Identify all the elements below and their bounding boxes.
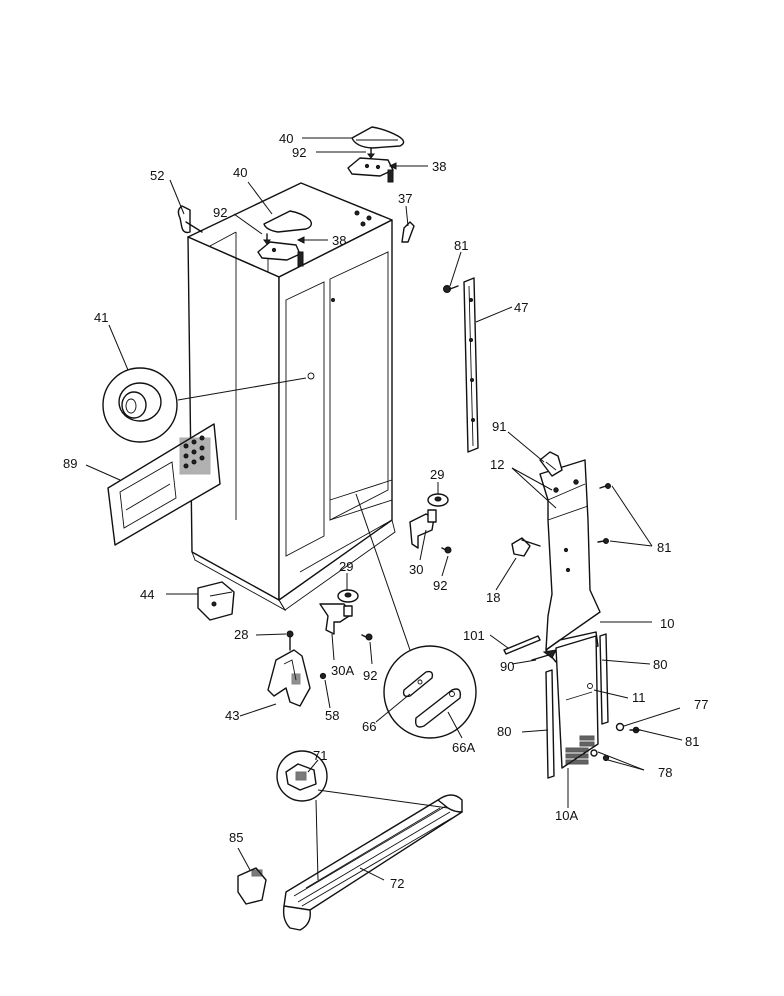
leader-lines — [85, 137, 683, 881]
screws-77-81-78 — [590, 722, 641, 762]
seal-strip-80-right — [599, 633, 609, 725]
refrigerator-cabinet — [187, 182, 396, 612]
screw-81-right-b — [597, 538, 609, 544]
control-panel-89 — [107, 423, 221, 546]
callout-66A: 66A — [452, 740, 475, 755]
top-hinge-38-lower — [257, 241, 304, 272]
callout-29-right: 29 — [430, 467, 444, 482]
callout-71: 71 — [313, 748, 327, 763]
callout-44: 44 — [140, 587, 154, 602]
screw-28 — [286, 630, 294, 651]
door-rail-47 — [463, 277, 479, 453]
screw-81-right-a — [599, 483, 611, 489]
part-44 — [197, 581, 235, 621]
callout-10A: 10A — [555, 808, 578, 823]
callout-90: 90 — [500, 659, 514, 674]
callout-40-upper: 40 — [279, 131, 293, 146]
part-90 — [531, 649, 557, 661]
callout-92-right: 92 — [433, 578, 447, 593]
callout-92-left: 92 — [363, 668, 377, 683]
screw-81-upper — [443, 285, 459, 293]
callout-58: 58 — [325, 708, 339, 723]
callout-10: 10 — [660, 616, 674, 631]
back-panel-10A — [555, 635, 599, 769]
cover-bracket-10 — [539, 459, 601, 663]
callout-29-left: 29 — [339, 559, 353, 574]
callout-91: 91 — [492, 419, 506, 434]
washer-29-left — [337, 589, 359, 603]
callout-92-upper: 92 — [292, 145, 306, 160]
callout-40-lower: 40 — [233, 165, 247, 180]
callout-101: 101 — [463, 628, 485, 643]
hinge-pin-52 — [177, 205, 203, 234]
callout-12: 12 — [490, 457, 504, 472]
callout-37: 37 — [398, 191, 412, 206]
seal-strip-80-left — [545, 669, 555, 779]
callout-80-left: 80 — [497, 724, 511, 739]
callout-18: 18 — [486, 590, 500, 605]
callout-92-lower: 92 — [213, 205, 227, 220]
part-18 — [511, 537, 541, 557]
rod-101 — [503, 635, 541, 655]
bracket-30A — [319, 603, 353, 635]
callout-85: 85 — [229, 830, 243, 845]
screw-92-right — [441, 546, 452, 554]
callout-30A: 30A — [331, 663, 354, 678]
top-hinge-cover-40-lower — [263, 210, 313, 233]
washer-29-right — [427, 493, 449, 507]
callout-77: 77 — [694, 697, 708, 712]
hinge-screw-92-lower — [263, 233, 271, 245]
callout-41: 41 — [94, 310, 108, 325]
top-hinge-cover-40-upper — [351, 126, 405, 149]
callout-66: 66 — [362, 719, 376, 734]
callout-80-right: 80 — [653, 657, 667, 672]
glide-66-detail — [383, 645, 477, 739]
callout-38-upper: 38 — [432, 159, 446, 174]
callout-47: 47 — [514, 300, 528, 315]
hinge-screw-92-upper — [367, 147, 375, 159]
callout-81-lower: 81 — [685, 734, 699, 749]
callout-28: 28 — [234, 627, 248, 642]
hinge-43 — [267, 649, 311, 707]
callout-81-right: 81 — [657, 540, 671, 555]
plug-button-41-detail — [102, 367, 178, 443]
screw-92-left — [361, 633, 373, 641]
screw-58 — [319, 672, 327, 680]
bracket-30 — [409, 509, 437, 549]
callout-11: 11 — [632, 690, 646, 705]
callout-labels: 40 92 38 52 40 92 38 37 81 47 41 89 91 1… — [63, 131, 708, 891]
callout-89: 89 — [63, 456, 77, 471]
top-hinge-38-upper — [347, 157, 394, 183]
callout-52: 52 — [150, 168, 164, 183]
end-cap-85 — [237, 867, 267, 905]
toe-grille-72 — [282, 794, 463, 931]
callout-81-upper: 81 — [454, 238, 468, 253]
callout-38-lower: 38 — [332, 233, 346, 248]
callout-78: 78 — [658, 765, 672, 780]
callout-30: 30 — [409, 562, 423, 577]
callout-43: 43 — [225, 708, 239, 723]
part-37 — [401, 221, 415, 243]
callout-72: 72 — [390, 876, 404, 891]
clip-91 — [539, 451, 563, 477]
